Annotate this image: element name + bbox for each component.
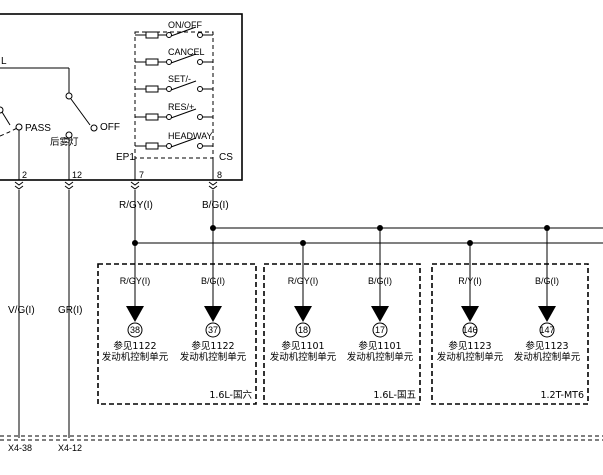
junction-dot [544, 225, 550, 231]
junction-dot [210, 225, 216, 231]
off-label: OFF [100, 122, 120, 133]
switch-row-0: ON/OFF [135, 20, 213, 39]
ecu-label: 发动机控制单元 [347, 351, 414, 363]
ecu-label: 发动机控制单元 [180, 351, 247, 363]
resistor [145, 85, 159, 93]
wire-label: B/G(I) [535, 276, 559, 286]
switch-row-4: HEADWAY [135, 131, 213, 150]
switch-label: CANCEL [168, 47, 205, 57]
pin-8: 8 [217, 170, 222, 180]
rear-fog-label: 后雾灯 [50, 137, 79, 148]
connector-chevron [208, 181, 218, 190]
ecu-group-0: 1.6L-国六R/GY(I)38参见1122发动机控制单元B/G(I)37参见1… [97, 225, 257, 405]
pin-number: 17 [375, 325, 385, 335]
wire-label: R/GY(I) [120, 276, 151, 286]
connector-chevron [14, 181, 24, 190]
switch-row-1: CANCEL [135, 47, 213, 66]
switch-label: RES/+ [168, 102, 194, 112]
switch-label: HEADWAY [168, 131, 213, 141]
connector-chevrons [14, 181, 218, 190]
switch-row-3: RES/+ [135, 102, 213, 121]
pin-number-circle [462, 322, 478, 338]
pin-number: 37 [208, 325, 218, 335]
resistor [145, 142, 159, 150]
pin-arrow [294, 306, 312, 322]
ecu-groups: 1.6L-国六R/GY(I)38参见1122发动机控制单元B/G(I)37参见1… [97, 225, 589, 405]
pin-number-circle [539, 322, 555, 338]
pin-number: 38 [130, 325, 140, 335]
ref-label: 参见1123 [448, 340, 491, 352]
ecu-label: 发动机控制单元 [514, 351, 581, 363]
switch-row-2: SET/- [135, 74, 213, 93]
ecu-group-1: 1.6L-国五R/GY(I)18参见1101发动机控制单元B/G(I)17参见1… [263, 225, 421, 405]
pin-number: 147 [539, 325, 554, 335]
ref-label: 参见1122 [113, 340, 156, 352]
wire-label-rgy-main: R/GY(I) [119, 200, 153, 211]
resistor [145, 58, 159, 66]
ref-label: 参见1101 [358, 340, 401, 352]
pin-label-cs: CS [219, 152, 233, 163]
connector-x4-12: X4-12 [58, 443, 82, 453]
ref-label: 参见1122 [191, 340, 234, 352]
ref-label: 参见1123 [525, 340, 568, 352]
resistor [145, 113, 159, 121]
pin-label-ep1: EP1 [116, 152, 135, 163]
ecu-label: 发动机控制单元 [102, 351, 169, 363]
pin-arrow [538, 306, 556, 322]
junction-dot [377, 225, 383, 231]
wire-label: R/GY(I) [288, 276, 319, 286]
pin-number-circle [205, 322, 221, 338]
pin-number-circle [127, 322, 143, 338]
resistor [145, 31, 159, 39]
pin-7: 7 [139, 170, 144, 180]
module-outline [0, 13, 243, 181]
wire-label: R/Y(I) [458, 276, 482, 286]
wire-label-gr: GR(I) [58, 305, 82, 316]
group-label: 1.6L-国六 [209, 389, 252, 401]
left-switch-section: L OFF 后雾灯 PASS [0, 56, 120, 180]
wire-label-bg-main: B/G(I) [202, 200, 229, 211]
connector-x4-38: X4-38 [8, 443, 32, 453]
pin-number: 18 [298, 325, 308, 335]
connector-chevron [130, 181, 140, 190]
pin-12: 12 [72, 170, 82, 180]
switch-label: SET/- [168, 74, 191, 84]
ecu-label: 发动机控制单元 [270, 351, 337, 363]
pin-number-circle [372, 322, 388, 338]
pin-arrow [461, 306, 479, 322]
wire-label: B/G(I) [368, 276, 392, 286]
pin-number-circle [295, 322, 311, 338]
group-label: 1.2T-MT6 [540, 390, 584, 401]
junction-dot [300, 240, 306, 246]
group-label: 1.6L-国五 [373, 390, 416, 401]
connector-chevron [64, 181, 74, 190]
pin-arrow [371, 306, 389, 322]
wire-label-l: L [1, 56, 7, 67]
ecu-group-2: 1.2T-MT6R/Y(I)146参见1123发动机控制单元B/G(I)147参… [431, 225, 589, 405]
pin-number: 146 [462, 325, 477, 335]
steering-switch-module: ON/OFF CANCEL SET/- RES/+ HEADWAY EP1 CS [116, 20, 233, 180]
switch-group-outline [134, 31, 214, 159]
pin-2: 2 [22, 170, 27, 180]
wire-label: B/G(I) [201, 276, 225, 286]
wire-label-vg: V/G(I) [8, 305, 35, 316]
junction-dot [467, 240, 473, 246]
pin-arrow [204, 306, 222, 322]
switch-rows: ON/OFF CANCEL SET/- RES/+ HEADWAY [135, 20, 213, 150]
pin-arrow [126, 306, 144, 322]
switch-label: ON/OFF [168, 20, 202, 30]
pass-label: PASS [25, 123, 51, 134]
junction-dot [132, 240, 138, 246]
ecu-label: 发动机控制单元 [437, 351, 504, 363]
ref-label: 参见1101 [281, 340, 324, 352]
